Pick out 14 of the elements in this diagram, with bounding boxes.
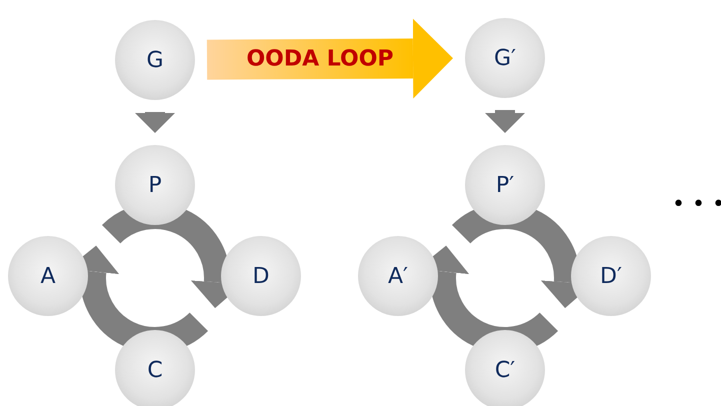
- node-label: A′: [388, 264, 408, 288]
- node-label: G: [146, 48, 164, 72]
- arrow: [485, 110, 525, 133]
- arrow: [135, 112, 175, 133]
- node-label: P′: [496, 172, 514, 198]
- block-arrow: [206, 18, 453, 99]
- node-label: D: [252, 264, 270, 288]
- node-label: C: [147, 358, 163, 382]
- edge-label: OODA LOOP: [246, 46, 394, 72]
- node-label: C′: [494, 358, 516, 382]
- node-label: G′: [494, 46, 516, 70]
- node-label: D′: [600, 264, 622, 288]
- node-label: A: [40, 264, 56, 288]
- node-label: P: [148, 172, 162, 198]
